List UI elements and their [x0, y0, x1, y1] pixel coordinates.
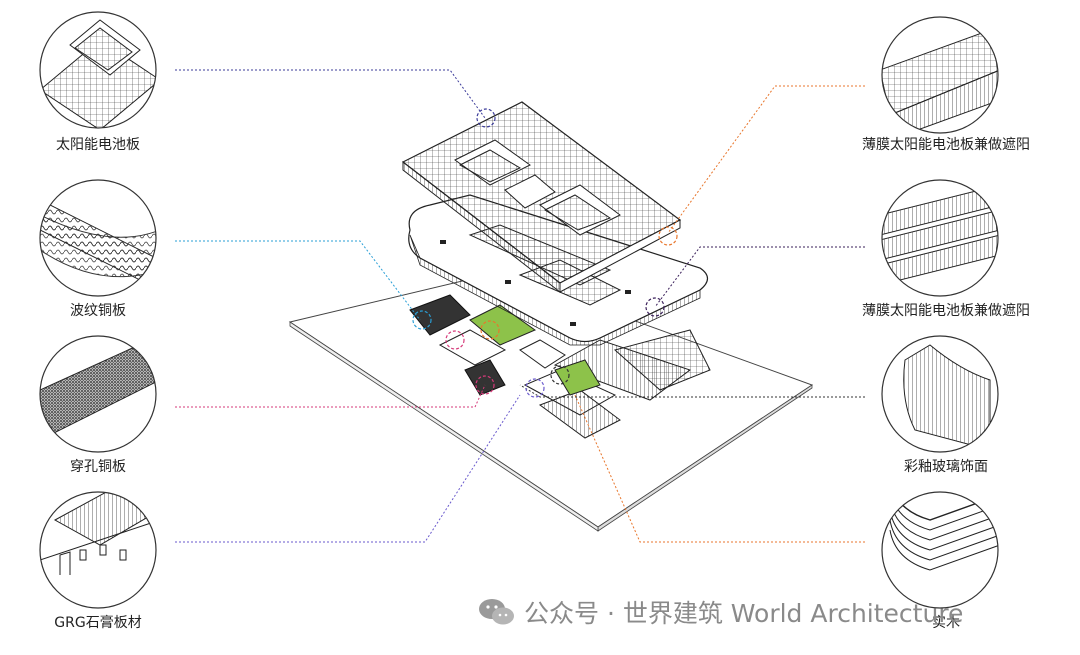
- leader-lines: [175, 69, 865, 543]
- detail-solar-panel: [39, 11, 157, 129]
- detail-perforated-copper: [39, 335, 157, 453]
- label-grg-gypsum: GRG石膏板材: [54, 615, 142, 631]
- top-roof-level: [401, 101, 682, 294]
- detail-solid-wood: [881, 491, 999, 609]
- callout-markers: [412, 108, 678, 398]
- detail-film-solar-shading: [881, 16, 999, 134]
- label-perforated-copper: 穿孔铜板: [70, 459, 126, 475]
- label-solar-panel: 太阳能电池板: [56, 137, 140, 153]
- label-solid-wood: 实木: [932, 615, 960, 631]
- detail-grg-gypsum: [39, 491, 157, 609]
- detail-film-solar-louver: [881, 179, 999, 297]
- ground-level-pavilions: [409, 294, 711, 439]
- label-corrugated-copper: 波纹铜板: [70, 303, 126, 319]
- detail-glazed-glass: [881, 335, 999, 453]
- detail-corrugated-copper: [39, 179, 157, 297]
- wechat-icon: [479, 599, 514, 625]
- label-film-solar-shading-1: 薄膜太阳能电池板兼做遮阳: [862, 137, 1030, 153]
- label-film-solar-shading-2: 薄膜太阳能电池板兼做遮阳: [862, 303, 1030, 319]
- label-glazed-glass: 彩釉玻璃饰面: [904, 459, 988, 475]
- watermark: 公众号 · 世界建筑 World Architecture: [478, 594, 963, 630]
- watermark-text: 公众号 · 世界建筑 World Architecture: [524, 599, 964, 628]
